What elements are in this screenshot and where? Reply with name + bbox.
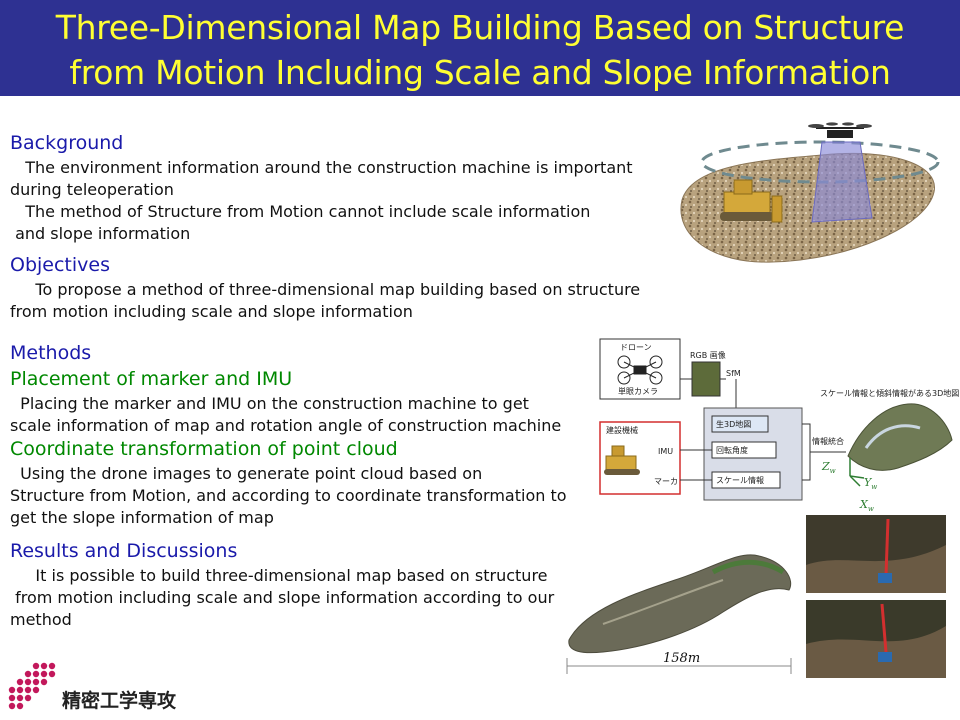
background-line-1: The environment information around the c… <box>10 158 633 177</box>
output-label: スケール情報と傾斜情報がある3D地図 <box>820 388 959 398</box>
aerial-photo <box>691 361 721 397</box>
scale-label: スケール情報 <box>716 475 764 485</box>
svg-text:Xw: Xw <box>859 498 874 513</box>
result-photo-1 <box>806 515 946 593</box>
objectives-line-2: from motion including scale and slope in… <box>10 302 413 321</box>
gravel-mound <box>680 152 935 263</box>
title-line-1: Three-Dimensional Map Building Based on … <box>55 8 905 47</box>
camera-label: 単眼カメラ <box>618 386 658 396</box>
result-photo-2 <box>806 600 946 678</box>
excavator-icon <box>604 445 640 475</box>
world-axes-icon: Zw Yw Xw <box>821 458 877 513</box>
methods-sub2-line-1: Using the drone images to generate point… <box>10 464 483 483</box>
department-logo <box>8 662 56 710</box>
axis-z-sub: w <box>830 467 836 475</box>
methods-heading: Methods <box>10 342 92 364</box>
background-heading: Background <box>10 132 124 154</box>
drone-label: ドローン <box>620 343 652 352</box>
axis-y-sub: w <box>871 483 877 491</box>
methods-sub1-line-1: Placing the marker and IMU on the constr… <box>10 394 529 413</box>
sfm-label: SfM <box>726 369 741 378</box>
method-diagram: ドローン 単眼カメラ RGB 画像 SfM 建設機械 IMU マーカ 生3D地図… <box>599 338 959 513</box>
rgb-label: RGB 画像 <box>690 350 726 360</box>
methods-sub2-line-3: get the slope information of map <box>10 508 274 527</box>
title-banner: Three-Dimensional Map Building Based on … <box>0 0 960 96</box>
drone-icon <box>808 122 872 138</box>
axis-x-sub: w <box>868 505 874 513</box>
results-line-2: from motion including scale and slope in… <box>10 588 555 607</box>
background-line-4: and slope information <box>10 224 191 243</box>
methods-sub1-text: Placing the marker and IMU on the constr… <box>10 393 561 437</box>
methods-sub2-heading: Coordinate transformation of point cloud <box>10 438 398 460</box>
rotation-label: 回転角度 <box>716 445 748 455</box>
camera-footprint <box>811 141 873 223</box>
methods-sub1-line-2: scale information of map and rotation an… <box>10 416 562 435</box>
machine-label: 建設機械 <box>606 425 638 435</box>
results-line-1: It is possible to build three-dimensiona… <box>10 566 548 585</box>
logo-text: 精密工学専攻 <box>62 690 177 712</box>
objectives-text: To propose a method of three-dimensional… <box>10 279 640 323</box>
methods-sub1-heading: Placement of marker and IMU <box>10 368 293 390</box>
point-cloud-map <box>568 554 791 654</box>
result-3d-map: 158m <box>566 554 792 674</box>
results-heading: Results and Discussions <box>10 540 238 562</box>
raw-map-label: 生3D地図 <box>716 419 751 429</box>
site-illustration <box>680 122 940 263</box>
svg-text:Zw: Zw <box>821 460 836 475</box>
background-text: The environment information around the c… <box>10 157 633 245</box>
objectives-heading: Objectives <box>10 254 110 276</box>
quadcopter-icon <box>617 355 663 385</box>
axis-z-label: Z <box>821 460 830 473</box>
imu-label: IMU <box>658 447 673 456</box>
objectives-line-1: To propose a method of three-dimensional… <box>10 280 641 299</box>
axis-y-label: Y <box>864 476 873 489</box>
methods-sub2-text: Using the drone images to generate point… <box>10 463 567 529</box>
svg-text:Yw: Yw <box>864 476 877 491</box>
integration-label: 情報統合 <box>812 436 844 446</box>
scale-label: 158m <box>663 651 700 666</box>
methods-sub2-line-2: Structure from Motion, and according to … <box>10 486 567 505</box>
background-line-2: during teleoperation <box>10 180 174 199</box>
raw-map-box <box>711 415 769 433</box>
results-line-3: method <box>10 610 72 629</box>
bulldozer-icon <box>720 179 783 223</box>
output-3d-map <box>847 403 953 471</box>
results-text: It is possible to build three-dimensiona… <box>10 565 554 631</box>
marker-label: マーカ <box>654 477 678 486</box>
axis-x-label: X <box>859 498 869 511</box>
title-line-2: from Motion Including Scale and Slope In… <box>69 53 891 92</box>
background-line-3: The method of Structure from Motion cann… <box>10 202 591 221</box>
